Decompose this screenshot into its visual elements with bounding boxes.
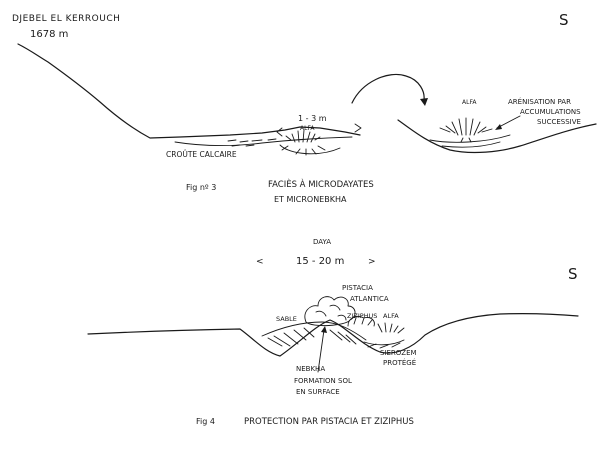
sable-label: SABLE: [276, 315, 297, 323]
arenisation-label-3: SUCCESSIVE: [537, 118, 581, 126]
figure-3-caption-line-2: ET MICRONEBKHA: [274, 195, 347, 204]
width-label-fig3: 1 - 3 m: [298, 114, 327, 123]
enlargement-arrowhead: [420, 98, 428, 106]
figure-3: DJEBEL EL KERROUCH 1678 m S 1 - 3 m ALFA…: [12, 11, 597, 204]
alfa-label-fig4: ALFA: [383, 312, 399, 320]
enlargement-arrow: [351, 73, 425, 104]
figure-3-number: Fig nº 3: [186, 183, 216, 192]
figure-4-caption: PROTECTION PAR PISTACIA ET ZIZIPHUS: [244, 417, 414, 427]
ziziphus-shrub: [347, 315, 375, 327]
calcareous-crust-layer: [174, 136, 353, 146]
alfa-label-left: ALFA: [300, 125, 315, 132]
alfa-tuft-left: [281, 129, 326, 156]
sierozem-label-2: PROTÉGÉ: [383, 358, 416, 367]
daya-width-arrow-right: >: [368, 257, 376, 267]
figure-3-caption-line-1: FACIÈS À MICRODAYATES: [268, 178, 374, 190]
figure-4-number: Fig 4: [196, 417, 215, 426]
arenisation-arrowhead: [495, 124, 502, 130]
nebkha-mound-outline: [261, 321, 367, 341]
daya-width-arrow-left: <: [256, 257, 264, 267]
mountain-slope-profile: [17, 43, 361, 139]
pistacia-label-2: ATLANTICA: [350, 295, 389, 303]
pistacia-crown: [304, 296, 356, 327]
arenisation-label-1: ARÉNISATION PAR: [508, 97, 571, 106]
pistacia-foliage-detail: [315, 304, 347, 321]
pistacia-label-1: PISTACIA: [342, 284, 373, 292]
nebkha-pointer-head: [321, 326, 327, 333]
enlarged-basin-infill: [429, 134, 511, 148]
crust-hatching: [227, 138, 277, 147]
sierozem-label-1: SIEROZEM: [380, 349, 417, 357]
mountain-altitude-label: 1678 m: [30, 29, 68, 40]
nebkha-label-2: FORMATION SOL: [294, 377, 352, 385]
daya-ground-profile: [87, 313, 579, 357]
alfa-tufts-fig4: [377, 322, 405, 334]
width-dimension-arrows: [276, 123, 362, 137]
alfa-label-right: ALFA: [462, 99, 477, 106]
orientation-letter-fig4: S: [568, 265, 578, 283]
mountain-name-label: DJEBEL EL KERROUCH: [12, 14, 120, 24]
enlarged-basin-profile: [397, 119, 597, 154]
nebkha-pointer: [317, 329, 325, 373]
microdayate-hollow: [279, 144, 341, 155]
nebkha-label-3: EN SURFACE: [296, 388, 340, 396]
alfa-tuft-right: [439, 117, 493, 143]
calcareous-crust-label: CROÛTE CALCAIRE: [166, 150, 237, 159]
nebkha-label-1: NEBKHA: [296, 365, 325, 373]
sierozem-zone: [363, 339, 405, 349]
figure-4: DAYA 15 - 20 m < > S PISTACIA ATLANTICA …: [87, 238, 579, 427]
arenisation-arrow: [496, 115, 521, 129]
daya-width-label: 15 - 20 m: [296, 256, 344, 267]
orientation-letter-fig3: S: [559, 11, 569, 29]
nebkha-hatching: [267, 327, 357, 347]
arenisation-label-2: ACCUMULATIONS: [520, 108, 581, 116]
daya-label: DAYA: [313, 238, 331, 246]
ziziphus-label: ZIZIPHUS: [347, 312, 377, 320]
